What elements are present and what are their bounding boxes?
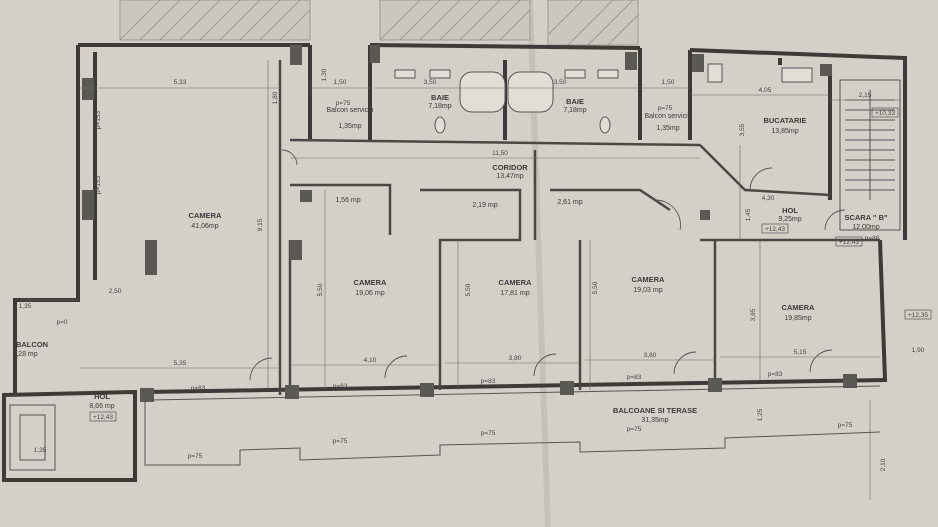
window-label: p=83 <box>191 385 206 392</box>
room-name: CAMERA <box>189 211 222 220</box>
window-label: p=83 <box>627 374 642 381</box>
hatched-neighbor-areas <box>119 0 639 46</box>
dimension-value: 4,10 <box>364 357 377 364</box>
room-name: Balcon serviciu <box>326 107 373 114</box>
room-area: 12,00mp <box>852 224 879 231</box>
room-name: HOL <box>94 392 110 401</box>
room-name: HOL <box>782 206 798 215</box>
room-area: 7,18mp <box>428 103 451 110</box>
dimension-value: 1,90 <box>912 347 925 354</box>
dimension-value: 1,35 <box>19 303 32 310</box>
dimension-value: 1,80 <box>272 91 279 104</box>
dimension-value: 1,35 <box>34 447 47 454</box>
room-area: 31,35mp <box>641 417 668 424</box>
room-name: BALCON <box>16 340 48 349</box>
dimension-value: 2,10 <box>880 458 887 471</box>
dimension-value: 3,50 <box>554 79 567 86</box>
room-area: 41,06mp <box>191 223 218 230</box>
window-label: p=75 <box>336 100 351 107</box>
window-label: p=75 <box>658 105 673 112</box>
bathroom-fixtures <box>394 63 813 134</box>
room-area: 3,28 mp <box>12 351 37 358</box>
room-name: CORIDOR <box>492 163 528 172</box>
room-name: BUCATARIE <box>763 116 806 125</box>
room-area: 19,06 mp <box>355 290 384 297</box>
dimension-value: 5,50 <box>465 283 472 296</box>
window-label: p=88 <box>865 235 880 242</box>
inner-walls <box>278 60 880 395</box>
room-name: Balcon serviciu <box>644 113 691 120</box>
room-name: CAMERA <box>782 303 815 312</box>
level-marker: +12,43 <box>765 226 785 233</box>
window-label: p=75 <box>188 453 203 460</box>
room-name: CAMERA <box>354 278 387 287</box>
level-marker: +12,43 <box>93 414 113 421</box>
dimension-value: 5,50 <box>592 281 599 294</box>
room-labels: CAMERA 41,06mp Balcon serviciu 1,35mp BA… <box>12 93 888 424</box>
dimension-value: 9,15 <box>257 218 264 231</box>
dimension-lines <box>20 60 900 500</box>
window-label: p=75 <box>838 422 853 429</box>
window-label: p=153 <box>95 175 102 194</box>
room-name: BAIE <box>566 97 584 106</box>
dimension-value: 1,25 <box>757 408 764 421</box>
room-area: 17,81 mp <box>500 290 529 297</box>
room-name: BALCOANE SI TERASE <box>613 406 697 415</box>
balcony-railings <box>9 385 881 471</box>
window-label: p=83 <box>481 378 496 385</box>
dimension-value: 5,33 <box>174 79 187 86</box>
room-name: BAIE <box>431 93 449 102</box>
dimension-value: 5,35 <box>174 360 187 367</box>
window-label: p=83 <box>768 371 783 378</box>
staircase <box>839 79 901 231</box>
level-marker: +10,33 <box>875 110 895 117</box>
room-area: 2,19 mp <box>472 202 497 209</box>
dimension-value: 1,30 <box>321 68 328 81</box>
room-area: 9,25mp <box>778 216 801 223</box>
dimension-value: 4,05 <box>759 87 772 94</box>
room-area: 7,18mp <box>563 107 586 114</box>
level-marker: +12,35 <box>908 312 928 319</box>
dimension-value: 1,50 <box>662 79 675 86</box>
window-label: p=75 <box>627 426 642 433</box>
dimension-value: 1,50 <box>334 79 347 86</box>
level-markers: +12,43 +12,43 +12,43 +10,33 +12,35 <box>89 107 932 422</box>
room-name: CAMERA <box>499 278 532 287</box>
window-label: p=75 <box>333 438 348 445</box>
dimension-value: 4,30 <box>762 195 775 202</box>
dimension-value: 11,50 <box>492 150 508 157</box>
window-label: p=153 <box>95 110 102 129</box>
dimension-value: 3,80 <box>509 355 522 362</box>
dimension-value: 5,50 <box>317 283 324 296</box>
dimension-value: 1,45 <box>745 208 752 221</box>
room-area: 2,61 mp <box>557 199 582 206</box>
door-swings <box>249 149 846 381</box>
misc-label: p=0 <box>56 319 67 326</box>
level-marker: +12,43 <box>839 239 859 246</box>
room-area: 1,35mp <box>338 123 361 130</box>
room-area: 13,85mp <box>771 128 798 135</box>
dimension-values: 5,33 1,50 3,50 3,50 1,50 4,05 2,15 5,35 … <box>19 68 925 471</box>
dimension-value: 2,50 <box>109 288 122 295</box>
structural-columns <box>82 45 857 402</box>
room-area: 19,03 mp <box>633 287 662 294</box>
dimension-value: 3,80 <box>644 352 657 359</box>
room-name: SCARA " B" <box>844 213 888 222</box>
dimension-value: 2,15 <box>859 92 872 99</box>
dimension-value: 3,50 <box>424 79 437 86</box>
window-label: p=75 <box>481 430 496 437</box>
room-area: 8,66 mp <box>89 403 114 410</box>
dimension-value: 3,55 <box>739 123 746 136</box>
dimension-value: 3,95 <box>750 308 757 321</box>
room-area: 19,85mp <box>784 315 811 322</box>
room-area: 1,35mp <box>656 125 679 132</box>
dimension-value: 5,15 <box>794 349 807 356</box>
room-area: 1,56 mp <box>335 197 360 204</box>
window-labels: p=153 p=153 p=75 p=75 p=83 p=83 p=83 p=8… <box>95 100 880 460</box>
room-name: CAMERA <box>632 275 665 284</box>
room-area: 13,47mp <box>496 173 523 180</box>
window-label: p=83 <box>333 383 348 390</box>
